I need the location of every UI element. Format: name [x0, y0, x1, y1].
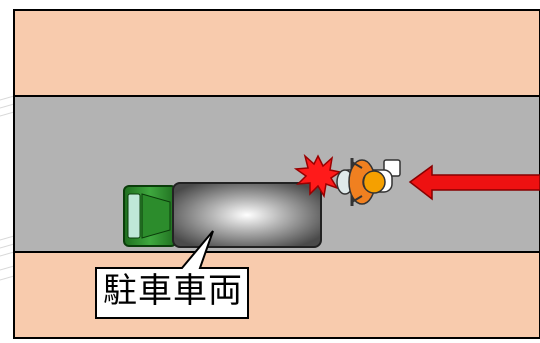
- edge-texture: [0, 96, 14, 280]
- top-sidewalk: [14, 10, 540, 96]
- parked-truck-icon: [124, 183, 321, 247]
- parked-vehicle-label: 駐車車両: [103, 266, 243, 316]
- bottom-sidewalk: [14, 252, 540, 338]
